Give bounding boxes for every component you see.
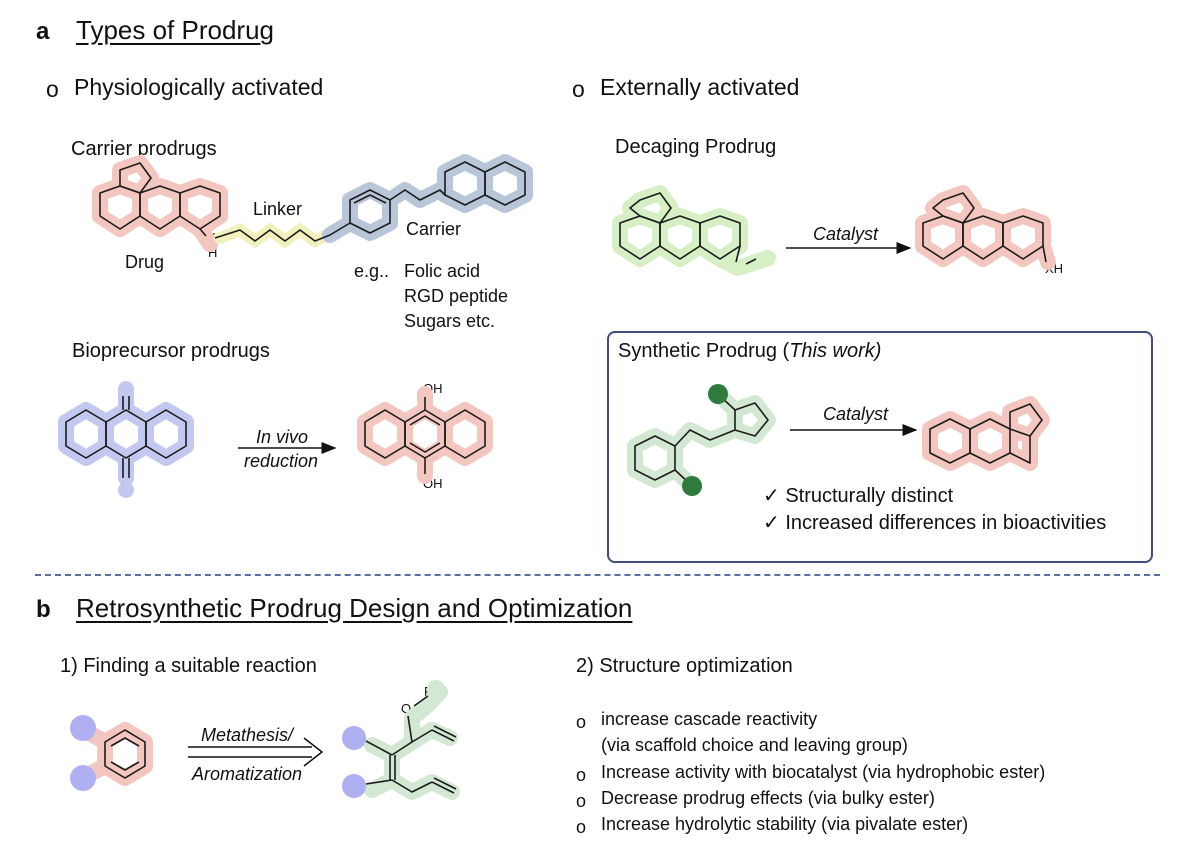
benzene-blue-dot-bottom xyxy=(70,765,96,791)
example-item: Sugars etc. xyxy=(404,311,496,331)
drug-label: Drug xyxy=(125,252,165,272)
physiological-heading: Physiologically activated xyxy=(74,74,324,100)
optimization-bullet: o xyxy=(576,817,587,837)
o-top-dot xyxy=(118,381,134,397)
diene-skeleton xyxy=(365,695,457,794)
decaging-product-highlight xyxy=(915,185,1056,270)
synthetic-prodrug-title: Synthetic Prodrug (This work) xyxy=(618,340,882,362)
check-item: ✓ Increased differences in bioactivities xyxy=(763,512,1107,534)
step1-heading: 1) Finding a suitable reaction xyxy=(60,655,317,677)
optimization-item-detail: (via scaffold choice and leaving group) xyxy=(601,735,908,755)
carrier-prodrugs-title: Carrier prodrugs xyxy=(71,138,217,160)
metathesis-arrow xyxy=(188,737,324,767)
optimization-bullet: o xyxy=(576,765,587,785)
synthetic-green-dot-bottom xyxy=(682,476,702,496)
panel-b-title: Retrosynthetic Prodrug Design and Optimi… xyxy=(76,593,633,623)
optimization-item: Decrease prodrug effects (via bulky este… xyxy=(601,788,935,808)
decaging-catalyst-label: Catalyst xyxy=(813,224,879,244)
benzene-skeleton xyxy=(104,729,146,779)
diene-blue-dot-top xyxy=(342,726,366,750)
examples-prefix: e.g.. xyxy=(354,261,390,281)
check-item: ✓ Structurally distinct xyxy=(763,485,954,507)
carrier-label: Carrier xyxy=(406,219,462,239)
example-item: Folic acid xyxy=(404,261,481,281)
step2-heading: 2) Structure optimization xyxy=(576,655,793,677)
synthetic-green-dot-top xyxy=(708,384,728,404)
bioprecursor-highlight xyxy=(58,384,194,486)
carrier-highlight xyxy=(322,154,533,243)
synthetic-product-skeleton xyxy=(929,403,1043,464)
decaging-product-skeleton xyxy=(922,192,1047,263)
metathesis-label: Metathesis/ xyxy=(201,725,294,745)
reduction-label: reduction xyxy=(244,451,319,471)
anthracenediol-skeleton xyxy=(364,397,486,474)
decaging-title: Decaging Prodrug xyxy=(615,136,777,158)
in-vivo-label: In vivo xyxy=(256,427,309,447)
optimization-item: Increase activity with biocatalyst (via … xyxy=(601,762,1046,782)
diene-blue-dot-bottom xyxy=(342,774,366,798)
section-divider xyxy=(35,574,1160,576)
decaging-prodrug-skeleton xyxy=(619,192,757,265)
optimization-item: increase cascade reactivity xyxy=(601,709,818,729)
panel-a-title: Types of Prodrug xyxy=(76,15,274,45)
optimization-item: Increase hydrolytic stability (via pival… xyxy=(601,814,969,834)
optimization-bullet: o xyxy=(576,791,587,811)
physiological-bullet: o xyxy=(46,76,59,102)
external-heading: Externally activated xyxy=(600,74,800,100)
example-item: RGD peptide xyxy=(404,286,509,306)
benzene-blue-dot-top xyxy=(70,715,96,741)
panel-b-letter: b xyxy=(36,596,51,623)
synthetic-prodrug-highlight xyxy=(627,388,776,492)
aromatization-label: Aromatization xyxy=(192,764,303,784)
bioprecursor-title: Bioprecursor prodrugs xyxy=(72,340,270,362)
r-group-dot xyxy=(427,680,445,698)
synthetic-catalyst-label: Catalyst xyxy=(823,404,889,424)
linker-label: Linker xyxy=(253,199,303,219)
optimization-bullet: o xyxy=(576,712,587,732)
o-bottom-dot xyxy=(118,482,134,498)
product-o-atom: O xyxy=(401,701,412,716)
carrier-h-atom: H xyxy=(208,245,218,260)
carrier-prodrug-skeleton xyxy=(99,161,526,242)
synthetic-prodrug-box xyxy=(607,331,1153,563)
external-bullet: o xyxy=(572,76,585,102)
panel-a-letter: a xyxy=(36,18,50,45)
anthraquinone-skeleton xyxy=(65,396,187,478)
